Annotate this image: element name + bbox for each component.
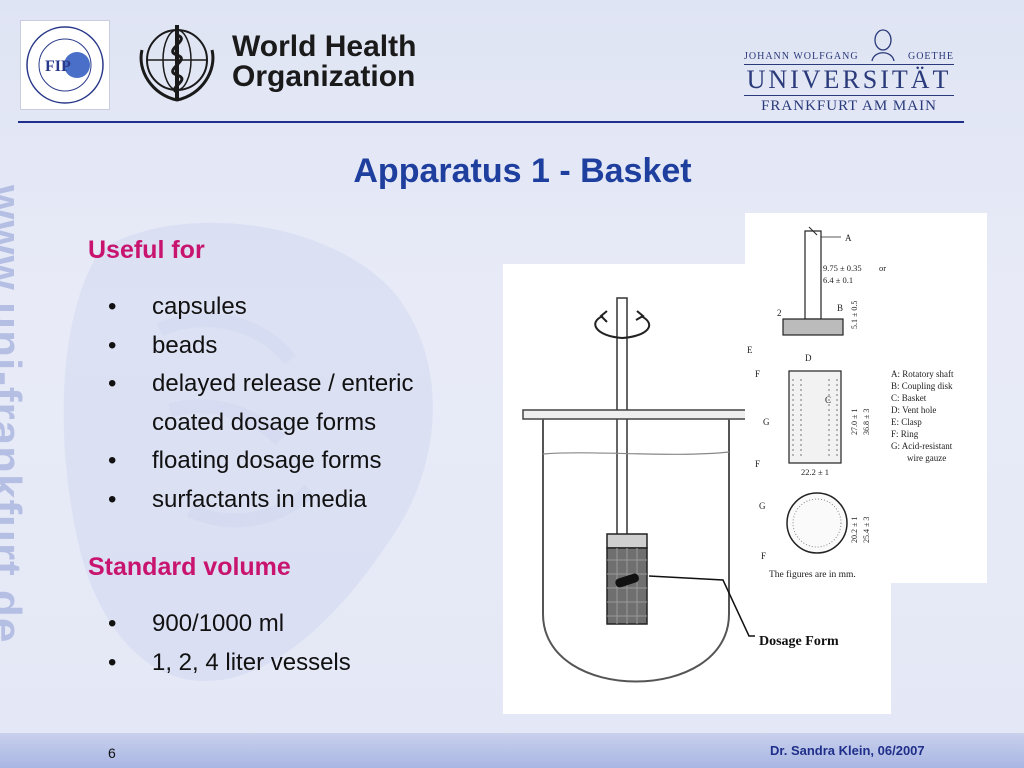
useful-for-list: •capsules •beads •delayed release / ente…: [108, 288, 414, 519]
svg-text:F: F: [755, 459, 760, 469]
svg-text:20.2 ± 1: 20.2 ± 1: [850, 517, 859, 543]
list-item: •beads: [108, 331, 218, 359]
svg-text:G: G: [759, 501, 766, 511]
dosage-form-callout: Dosage Form: [759, 634, 839, 649]
section-heading-standard-volume: Standard volume: [88, 553, 291, 581]
svg-text:C: C: [825, 395, 831, 405]
svg-text:5.1 ± 0.5: 5.1 ± 0.5: [850, 301, 859, 329]
basket-technical-diagram: A 9.75 ± 0.35 or 6.4 ± 0.1 B 2 5.1 ± 0.5…: [745, 213, 987, 583]
url-watermark: www.uni-frankfurt.de: [0, 185, 30, 644]
rotation-arrow-icon: [594, 315, 651, 340]
fip-logo: FIP: [20, 20, 110, 110]
svg-text:B: B: [837, 303, 843, 313]
svg-text:or: or: [879, 263, 886, 273]
svg-text:wire gauze: wire gauze: [907, 453, 946, 463]
list-item: •delayed release / enteric: [108, 370, 414, 397]
who-wordmark: World Health Organization: [232, 30, 417, 93]
footer-bar: [0, 733, 1024, 768]
svg-text:27.0 ± 1: 27.0 ± 1: [850, 409, 859, 435]
header-divider: [18, 121, 964, 123]
svg-text:D: D: [805, 353, 812, 363]
svg-text:C: Basket: C: Basket: [891, 393, 927, 403]
svg-text:A: Rotatory shaft: A: Rotatory shaft: [891, 369, 954, 379]
svg-text:22.2 ± 1: 22.2 ± 1: [801, 467, 829, 477]
page-number: 6: [108, 745, 116, 761]
svg-text:36.8 ± 3: 36.8 ± 3: [862, 409, 871, 435]
diagram-legend: A: Rotatory shaft B: Coupling disk C: Ba…: [891, 369, 954, 463]
svg-text:9.75 ± 0.35: 9.75 ± 0.35: [823, 263, 862, 273]
list-item-continuation: coated dosage forms: [152, 408, 377, 436]
svg-text:25.4 ± 3: 25.4 ± 3: [862, 517, 871, 543]
svg-text:G: G: [763, 417, 770, 427]
fip-logo-text: FIP: [45, 58, 71, 75]
who-emblem-icon: [132, 20, 222, 106]
slide-title: Apparatus 1 - Basket: [353, 152, 692, 190]
svg-text:E: Clasp: E: Clasp: [891, 417, 922, 427]
svg-text:D: Vent hole: D: Vent hole: [891, 405, 936, 415]
standard-volume-list: •900/1000 ml •1, 2, 4 liter vessels: [108, 605, 351, 682]
goethe-university-logo: JOHANN WOLFGANG GOETHE UNIVERSITÄT FRANK…: [744, 26, 954, 115]
list-item: •surfactants in media: [108, 485, 367, 513]
goethe-portrait-icon: [871, 29, 895, 62]
svg-text:F: F: [761, 551, 766, 561]
footer-author: Dr. Sandra Klein, 06/2007: [770, 743, 925, 758]
list-item: •900/1000 ml: [108, 610, 285, 637]
list-item: •floating dosage forms: [108, 447, 382, 474]
svg-text:B: Coupling disk: B: Coupling disk: [891, 381, 953, 391]
list-item: •capsules: [108, 293, 247, 320]
svg-text:F: F: [755, 369, 760, 379]
svg-text:F: Ring: F: Ring: [891, 429, 919, 439]
list-item: •1, 2, 4 liter vessels: [108, 648, 351, 676]
background-portrait-watermark: [63, 222, 433, 682]
svg-text:6.4 ± 0.1: 6.4 ± 0.1: [823, 275, 853, 285]
diagram-caption: The figures are in mm.: [769, 569, 856, 580]
svg-text:G: Acid-resistant: G: Acid-resistant: [891, 441, 953, 451]
svg-text:E: E: [747, 345, 753, 355]
svg-text:2: 2: [777, 308, 782, 318]
svg-text:A: A: [845, 233, 852, 243]
section-heading-useful-for: Useful for: [88, 236, 205, 264]
